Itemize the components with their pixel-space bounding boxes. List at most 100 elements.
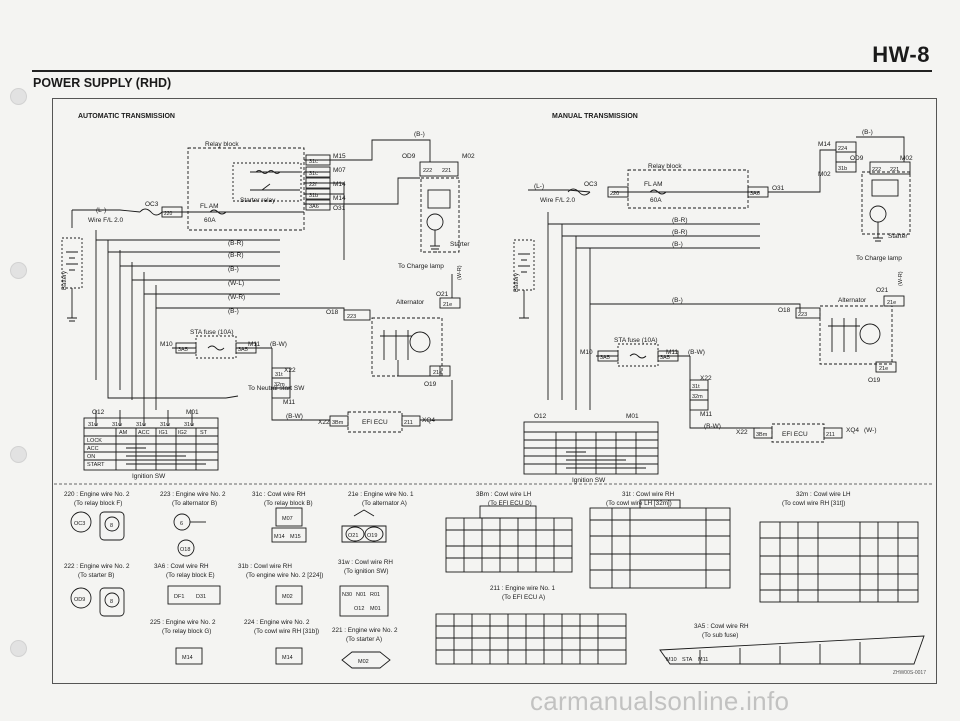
fl-am-rating: 60A <box>204 217 216 224</box>
mt-od9-label: OD9 <box>850 155 864 162</box>
mt-wire-b-1: (B-) <box>672 241 683 248</box>
mt-efi-label: EFI ECU <box>782 431 808 438</box>
mt-pin-220: 220 <box>610 191 619 197</box>
mt-m10-label: M10 <box>580 349 593 356</box>
mt-pin-211: 211 <box>826 432 835 438</box>
conn-m02: M02 <box>282 594 293 600</box>
mt-pin-224: 224 <box>838 146 847 152</box>
o18-label: O18 <box>326 309 339 316</box>
conn-m10: M10 <box>666 657 677 663</box>
mt-m01-label: M01 <box>626 413 639 420</box>
conn-n30: N30 <box>342 592 352 598</box>
fl-am-label: FL AM <box>200 203 219 210</box>
mt-pin-3a6: 3A6 <box>750 191 760 197</box>
mt-m11-label: M11 <box>666 349 679 356</box>
to-charge-lamp-label: To Charge lamp <box>398 263 444 270</box>
mt-b-wire-label: (B-) <box>862 129 873 136</box>
caption-223-sub: (To alternator B) <box>172 500 217 507</box>
pin-3a5: 3A5 <box>178 347 188 353</box>
caption-211-sub: (To EFI ECU A) <box>502 594 545 601</box>
caption-31t-sub: (To cowl wire LH [32m]) <box>606 500 672 507</box>
conn-m11: M11 <box>698 657 708 663</box>
ign-row: ACC <box>87 446 99 452</box>
alternator <box>371 317 443 377</box>
pin-211: 211 <box>404 420 413 426</box>
caption-32m-sub: (To cowl wire RH [31t]) <box>782 500 845 507</box>
mt-o12-label: O12 <box>534 413 547 420</box>
mt-xq4-label: XQ4 <box>846 427 859 434</box>
fusible-link <box>139 208 163 216</box>
mt-fl-am-label: FL AM <box>644 181 663 188</box>
relay-block-label: Relay block <box>205 141 239 148</box>
caption-31w: 31w : Cowl wire RH <box>338 559 393 566</box>
caption-211: 211 : Engine wire No. 1 <box>490 585 555 592</box>
mt-x22-label-2: X22 <box>736 429 748 436</box>
mt-bw-label-2: (B-W) <box>704 423 721 430</box>
binder-hole <box>10 446 27 463</box>
page-title: POWER SUPPLY (RHD) <box>33 76 172 90</box>
bw-wire-label: (B-W) <box>270 341 287 348</box>
caption-21e: 21e : Engine wire No. 1 <box>348 491 414 498</box>
caption-222-sub: (To starter B) <box>78 572 114 579</box>
binder-hole <box>10 640 27 657</box>
conn-df1: DF1 <box>174 594 184 600</box>
conn-m14: M14 <box>274 534 285 540</box>
caption-225: 225 : Engine wire No. 2 <box>150 619 216 626</box>
caption-32m: 32m : Cowl wire LH <box>796 491 851 498</box>
mt-pin-31b: 31b <box>838 166 847 172</box>
ign-col: ST <box>200 430 208 436</box>
m15-label: M15 <box>333 153 346 160</box>
caption-225-sub: (To relay block G) <box>162 628 211 635</box>
conn-m02-b: M02 <box>358 659 369 665</box>
l-wire-label: (L-) <box>96 207 106 214</box>
x22-label-2: X22 <box>318 419 330 426</box>
conn-m01: M01 <box>370 606 381 612</box>
caption-21e-sub: (To alternator A) <box>362 500 407 507</box>
m11-label: M11 <box>248 341 261 348</box>
bw-wire-label-2: (B-W) <box>286 413 303 420</box>
conn-sta: STA <box>682 657 693 663</box>
m01-label: M01 <box>186 409 199 416</box>
mt-bw-label: (B-W) <box>688 349 705 356</box>
pin-31t: 31t <box>275 372 283 378</box>
ign-pin: 31w <box>112 422 122 428</box>
caption-31t: 31t : Cowl wire RH <box>622 491 675 498</box>
o19-label: O19 <box>424 381 437 388</box>
mt-m14-label: M14 <box>818 141 831 148</box>
conn-m14-b: M14 <box>182 655 193 661</box>
conn-o18: O18 <box>180 547 190 553</box>
mt-to-charge-label: To Charge lamp <box>856 255 902 262</box>
mt-wr-label: (W-R) <box>898 271 904 286</box>
conn-d31: D31 <box>196 594 206 600</box>
sta-fuse-label: STA fuse (10A) <box>190 329 234 336</box>
pin-32m: 32m <box>274 382 285 388</box>
mt-pin-222: 222 <box>872 167 881 173</box>
caption-31w-sub: (To ignition SW) <box>344 568 388 575</box>
ign-row: LOCK <box>87 438 102 444</box>
ign-row: ON <box>87 454 95 460</box>
section-manual-title: MANUAL TRANSMISSION <box>552 113 638 120</box>
caption-3a6-sub: (To relay block E) <box>166 572 215 579</box>
pin-31b: 31b <box>309 193 318 199</box>
mt-wire-br-2: (B-R) <box>672 229 688 236</box>
oc3-label: OC3 <box>145 201 159 208</box>
ign-col: AM <box>119 430 128 436</box>
mt-ignition-sw-label: Ignition SW <box>572 477 606 484</box>
mt-wire-fl-label: Wire F/L 2.0 <box>540 197 576 204</box>
m14-label-2: M14 <box>333 195 346 202</box>
starter-relay <box>232 162 302 202</box>
watermark: carmanualsonline.info <box>530 686 790 716</box>
conn-pin-8b: 8 <box>110 599 113 605</box>
pin-222: 222 <box>423 168 432 174</box>
mt-wire-br-1: (B-R) <box>672 217 688 224</box>
starter-label: Starter <box>450 241 470 248</box>
pin-3bm: 3Bm <box>332 420 344 426</box>
caption-222: 222 : Engine wire No. 2 <box>64 563 130 570</box>
pin-22f: 22f <box>309 182 317 188</box>
header-rule <box>32 70 932 72</box>
m11-label-2: M11 <box>283 399 296 406</box>
pin-223: 223 <box>347 314 356 320</box>
ign-pin: 31w <box>160 422 170 428</box>
caption-221: 221 : Engine wire No. 2 <box>332 627 398 634</box>
